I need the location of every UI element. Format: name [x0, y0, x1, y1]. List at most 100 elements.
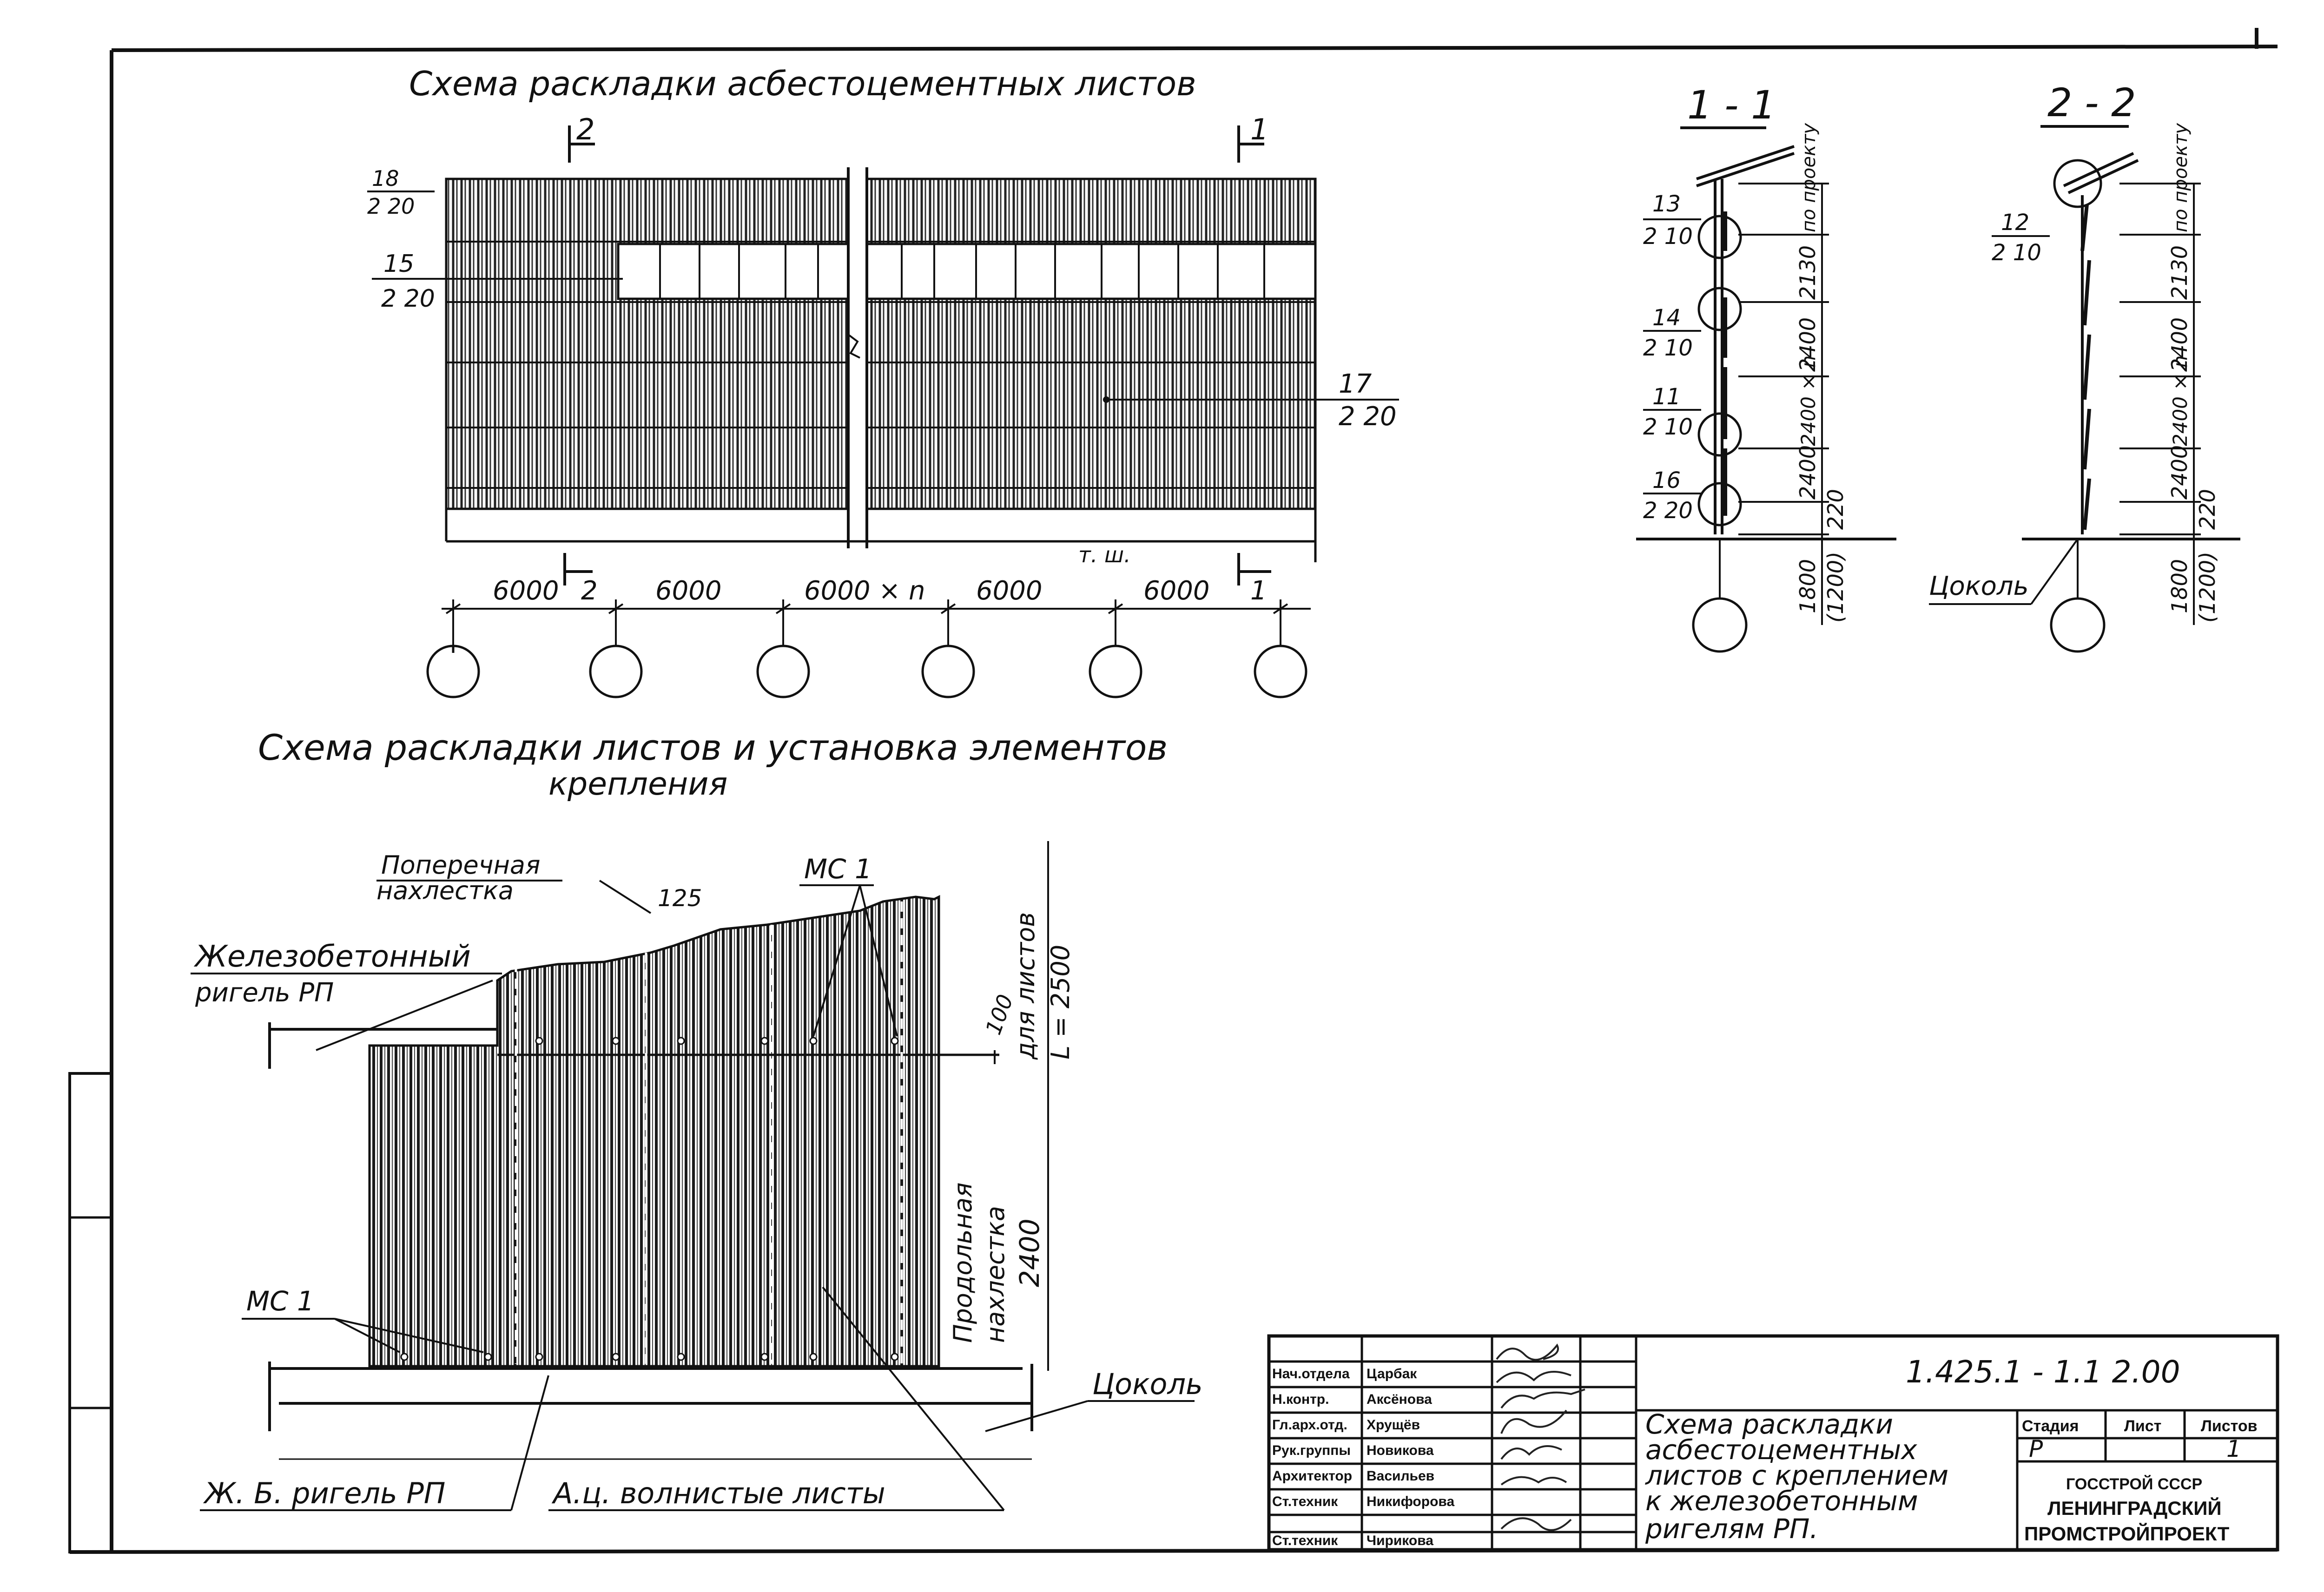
role-6: Ст.техник	[1272, 1494, 1338, 1509]
label-ms1-bottom: МС 1	[242, 1285, 484, 1353]
name-6: Никифорова	[1367, 1494, 1454, 1509]
section-mark-2-top	[568, 125, 595, 163]
label-rc-beam: Железобетонный ригель РП	[191, 940, 502, 1051]
stage-label: Стадия	[2022, 1417, 2079, 1435]
axis-circle-5	[1089, 645, 1142, 698]
sheets-label: Листов	[2201, 1417, 2258, 1435]
role-3: Гл.арх.отд.	[1272, 1417, 1347, 1433]
svg-text:Продольная: Продольная	[948, 1182, 977, 1343]
s22-dim-220: 220	[2195, 489, 2220, 530]
dim-125: 125	[658, 885, 702, 912]
role-2: Н.контр.	[1272, 1392, 1329, 1407]
s11-dim-220: 220	[1823, 489, 1848, 530]
name-4: Новикова	[1367, 1443, 1434, 1458]
axis-circle-6	[1254, 645, 1307, 698]
name-1: Царбак	[1367, 1366, 1417, 1381]
section-1-1-axis-circle	[1692, 597, 1748, 653]
s22-dim-2130: 2130	[2167, 245, 2192, 300]
svg-text:Железобетонный: Железобетонный	[193, 940, 471, 974]
axis-circle-1	[426, 645, 480, 698]
svg-text:16: 16	[1652, 467, 1681, 493]
svg-text:2 20: 2 20	[381, 285, 435, 313]
svg-text:15: 15	[383, 250, 414, 278]
bottom-scheme-title-2: крепления	[548, 766, 727, 803]
name-5: Васильев	[1367, 1468, 1434, 1484]
sheet-frame	[68, 28, 2278, 1554]
svg-text:13: 13	[1652, 191, 1681, 217]
section-mark-1-label: 1	[1250, 112, 1268, 146]
description-line-5: ригелям РП.	[1645, 1513, 1818, 1545]
label-wavy-sheets: А.ц. волнистые листы	[548, 1286, 1005, 1511]
description-line-4: к железобетонным	[1645, 1485, 1918, 1517]
s11-dim-2400b: 2400	[1795, 445, 1820, 500]
svg-text:Поперечная: Поперечная	[381, 850, 540, 880]
label-ms1-top: МС 1	[799, 853, 898, 1037]
bottom-scheme: Схема раскладки листов и установка элеме…	[191, 727, 1203, 1511]
drawing-code: 1.425.1 - 1.1 2.00	[1906, 1354, 2180, 1390]
section-2-2-title: 2 - 2	[2047, 80, 2136, 125]
svg-text:2 10: 2 10	[1992, 240, 2041, 266]
top-scheme: Схема раскладки асбестоцементных листов	[367, 64, 1399, 698]
role-7: Ст.техник	[1272, 1533, 1338, 1548]
top-wall-panel	[445, 178, 1317, 510]
s11-dim-2400n: 2400 × n	[1797, 355, 1820, 446]
callout-17: 17 2 20	[1103, 369, 1399, 432]
svg-text:14: 14	[1652, 305, 1681, 331]
signatures	[1496, 1343, 1585, 1531]
callout-15: 15 2 20	[372, 250, 623, 313]
name-2: Аксёнова	[1367, 1392, 1432, 1407]
callout-16: 16 2 20	[1643, 467, 1701, 524]
svg-text:2 10: 2 10	[1643, 224, 1693, 250]
role-4: Рук.группы	[1272, 1443, 1351, 1458]
svg-text:МС 1: МС 1	[804, 853, 872, 885]
section-2-2-plinth-label: Цоколь	[1929, 538, 2079, 605]
label-longitudinal-overlap: Продольная нахлестка 2400	[948, 1182, 1045, 1343]
label-sheet-length: для листов L = 2500	[1011, 841, 1075, 1371]
top-scheme-title: Схема раскладки асбестоцементных листов	[409, 64, 1196, 103]
section-mark-2-bottom	[563, 553, 593, 585]
s11-dim-project: по проекту	[1798, 123, 1820, 232]
svg-text:А.ц. волнистые листы: А.ц. волнистые листы	[551, 1476, 885, 1510]
section-1-1: 1 - 1 13 2 10 14	[1636, 82, 1896, 653]
s22-dim-project: по проекту	[2170, 123, 2192, 232]
s11-dim-1200: (1200)	[1823, 552, 1848, 623]
sheet-label: Лист	[2124, 1417, 2161, 1435]
svg-text:2 10: 2 10	[1643, 414, 1693, 440]
break-mark-label: т. ш.	[1078, 542, 1131, 567]
svg-text:Цоколь: Цоколь	[1929, 571, 2029, 601]
s22-dim-1200: (1200)	[2195, 552, 2220, 623]
label-beam-bottom: Ж. Б. ригель РП	[200, 1375, 549, 1511]
dim-mark-1: 1	[1250, 576, 1267, 606]
label-plinth: Цоколь	[985, 1367, 1203, 1432]
description-line-1: Схема раскладки	[1645, 1408, 1893, 1440]
org-line-3: ПРОМСТРОЙПРОЕКТ	[2024, 1522, 2230, 1545]
section-mark-1-top	[1237, 125, 1264, 163]
svg-text:2 10: 2 10	[1643, 335, 1693, 361]
dim-6000-5: 6000	[1143, 576, 1210, 606]
svg-text:Ж. Б. ригель РП: Ж. Б. ригель РП	[203, 1476, 445, 1510]
svg-text:Цоколь: Цоколь	[1092, 1367, 1203, 1401]
description-line-3: листов с креплением	[1645, 1460, 1948, 1491]
svg-text:L = 2500: L = 2500	[1046, 945, 1075, 1059]
section-mark-2-label: 2	[576, 112, 594, 146]
section-2-2-axis-circle	[2050, 597, 2106, 653]
org-line-2: ЛЕНИНГРАДСКИЙ	[2047, 1497, 2222, 1519]
section-mark-1-bottom	[1237, 553, 1271, 585]
dim-6000-4: 6000	[976, 576, 1043, 606]
window-band	[617, 243, 1317, 300]
sheets-value: 1	[2226, 1435, 2241, 1462]
s11-dim-2400a: 2400	[1795, 317, 1820, 372]
s11-dim-1800: 1800	[1795, 559, 1820, 613]
axis-circles	[426, 645, 1307, 698]
s11-dim-2130: 2130	[1795, 245, 1820, 300]
role-1: Нач.отдела	[1272, 1366, 1350, 1381]
callout-14: 14 2 10	[1643, 305, 1701, 361]
top-break-gap	[847, 167, 868, 548]
dim-mark-2: 2	[581, 576, 598, 606]
role-5: Архитектор	[1272, 1468, 1352, 1484]
bottom-wall-panel	[368, 895, 940, 1368]
callout-11: 11 2 10	[1643, 384, 1701, 440]
description-line-2: асбестоцементных	[1645, 1434, 1917, 1466]
dim-6000-2: 6000	[655, 576, 722, 606]
callout-13: 13 2 10	[1643, 191, 1701, 250]
